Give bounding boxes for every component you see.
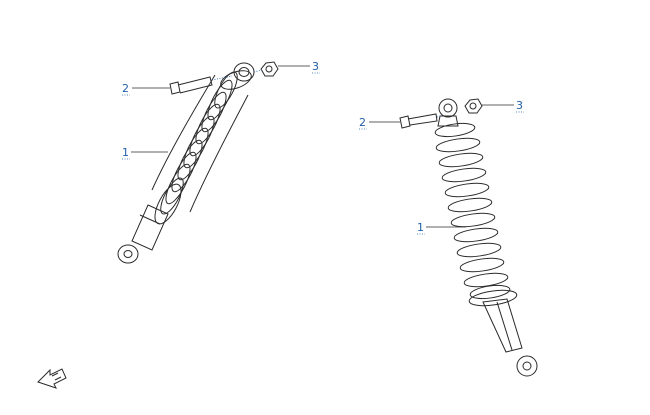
left-callout-3[interactable]: 3 (278, 60, 320, 74)
right-shock-absorber[interactable] (434, 98, 538, 377)
left-shock-absorber[interactable] (117, 62, 255, 264)
left-bolt[interactable] (169, 75, 233, 95)
callout-number: 2 (122, 82, 129, 95)
right-damper-body (482, 298, 538, 377)
right-callout-2[interactable]: 2 (359, 116, 400, 130)
callout-number: 1 (122, 146, 129, 159)
right-callout-1[interactable]: 1 (417, 221, 466, 235)
left-damper-body (117, 204, 169, 264)
right-callout-3[interactable]: 3 (482, 99, 524, 113)
right-upper-mount (437, 98, 459, 127)
left-callout-2[interactable]: 2 (122, 82, 170, 96)
right-bolt[interactable] (399, 113, 443, 129)
left-upper-mount (220, 62, 255, 90)
callout-number: 2 (359, 116, 366, 129)
left-nut[interactable] (253, 61, 279, 77)
left-spring (151, 71, 249, 225)
left-callout-1[interactable]: 1 (122, 146, 168, 160)
right-nut[interactable] (464, 98, 483, 114)
callout-number: 3 (516, 99, 523, 112)
callout-number: 3 (312, 60, 319, 73)
right-spring (434, 122, 518, 307)
front-direction-arrow-icon (37, 368, 67, 389)
callout-number: 1 (417, 221, 424, 234)
